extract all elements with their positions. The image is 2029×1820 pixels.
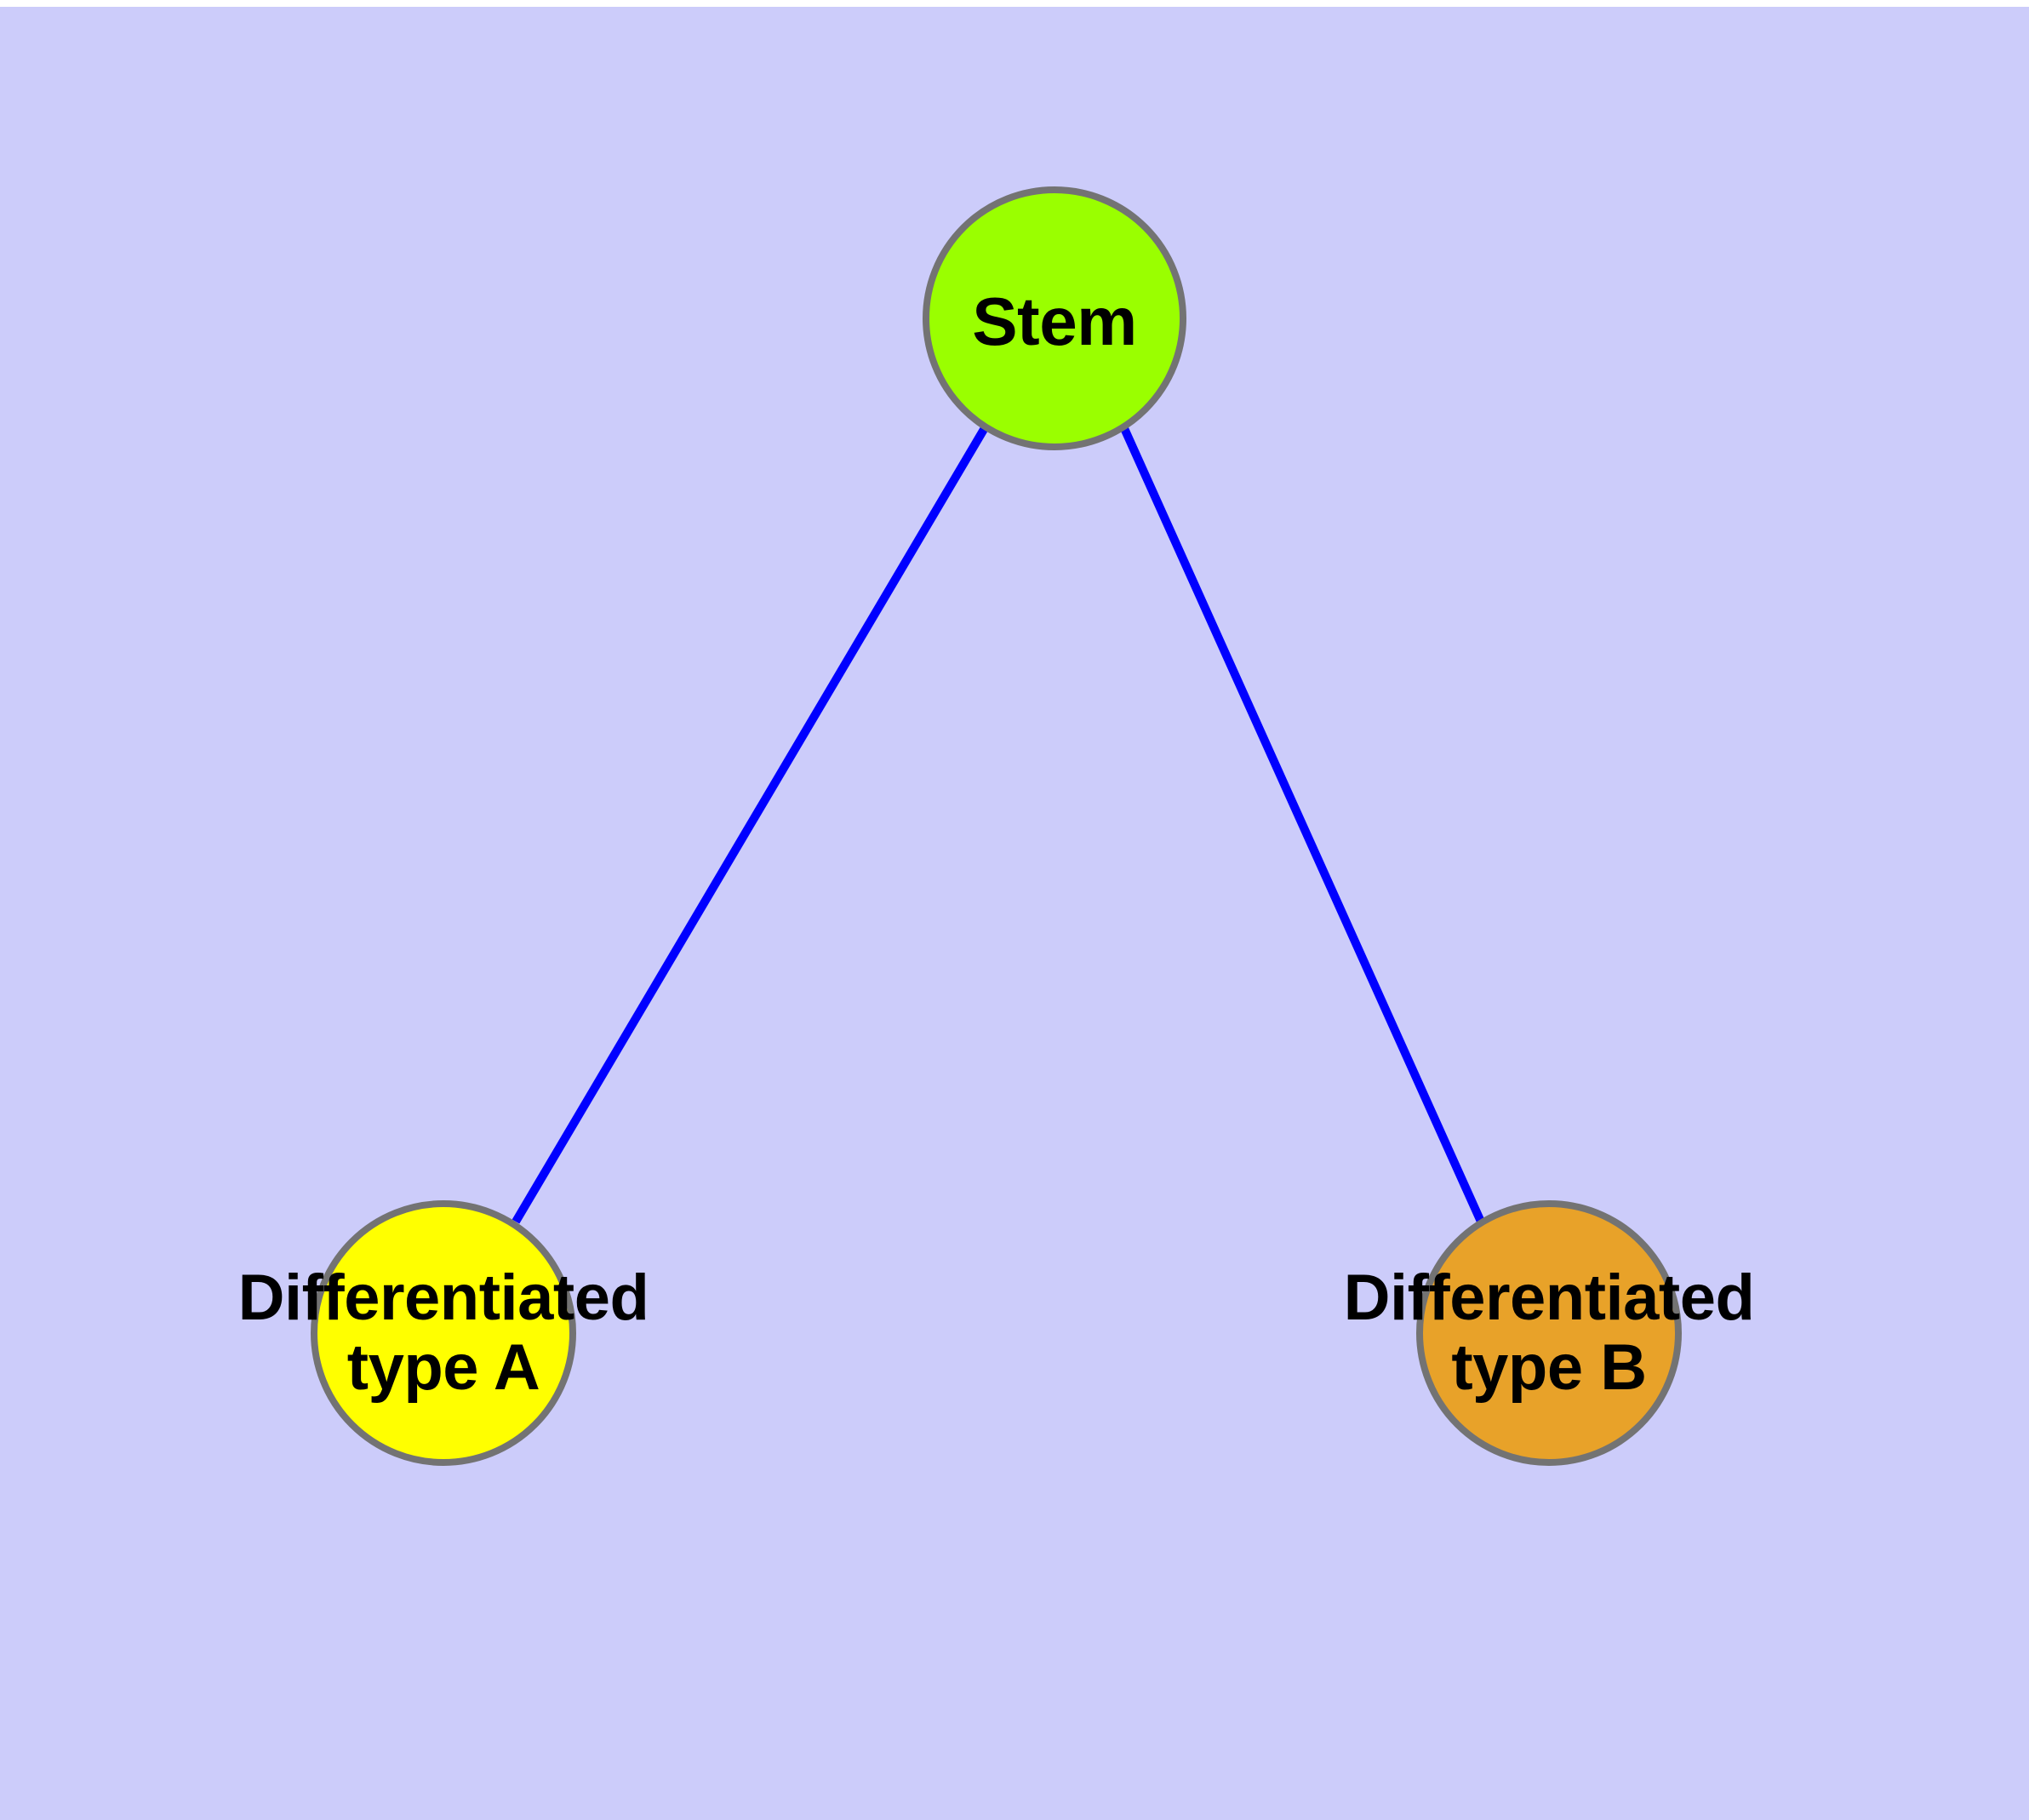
edge-layer xyxy=(512,424,1485,1224)
edge-stem-to-differentiated-type-a[interactable] xyxy=(512,424,990,1224)
node-differentiated-type-b[interactable] xyxy=(1416,1200,1682,1466)
node-differentiated-type-a[interactable] xyxy=(311,1200,576,1466)
edge-stem-to-differentiated-type-b[interactable] xyxy=(1119,424,1485,1224)
node-layer xyxy=(311,186,1682,1466)
node-stem[interactable] xyxy=(923,186,1186,450)
